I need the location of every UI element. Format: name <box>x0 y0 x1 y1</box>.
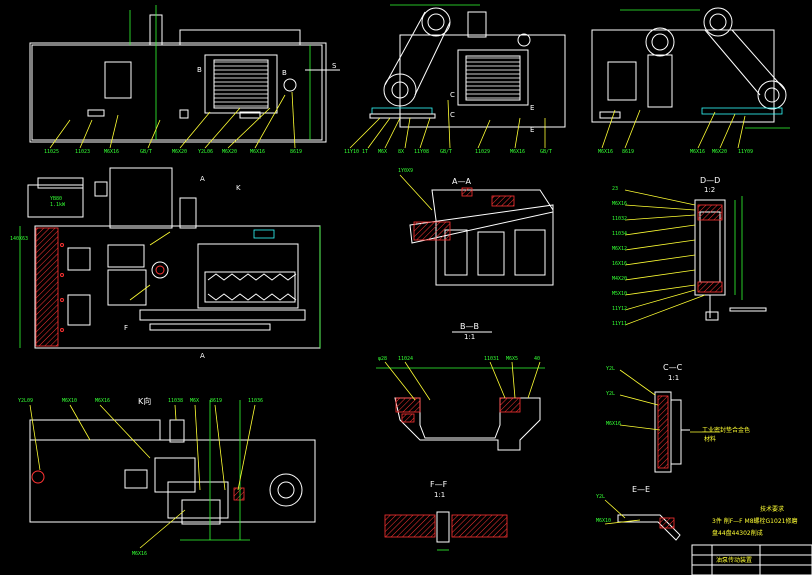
svg-text:11038: 11038 <box>168 398 183 404</box>
title-block: 油泵传动装置 <box>691 544 812 575</box>
section-c-c-scale: 1:1 <box>668 374 679 382</box>
svg-text:Y2L06: Y2L06 <box>198 149 213 155</box>
svg-text:M6X20: M6X20 <box>222 149 237 155</box>
section-b-b-scale: 1:1 <box>464 333 475 341</box>
svg-text:M6X16: M6X16 <box>95 398 110 404</box>
section-a-a-view: A—A 1Y0X9 <box>398 168 554 286</box>
svg-text:M4X20: M4X20 <box>612 276 627 282</box>
section-e-e-view: E—E Y2L M6X10 <box>596 485 681 541</box>
svg-text:11Y08: 11Y08 <box>414 149 429 155</box>
svg-text:1.1kW: 1.1kW <box>50 202 66 208</box>
section-f-f-title: F—F <box>430 480 448 489</box>
section-b-b-title: B—B <box>460 322 479 331</box>
svg-text:11023: 11023 <box>75 149 90 155</box>
section-d-d-title: D—D <box>700 176 720 185</box>
svg-text:11032: 11032 <box>612 216 627 222</box>
marker-a-top: A <box>200 175 205 183</box>
svg-text:M6X16: M6X16 <box>132 551 147 557</box>
section-f-f-view: F—F 1:1 <box>384 480 508 551</box>
marker-b-front: B <box>197 66 202 74</box>
section-d-d-scale: 1:2 <box>704 186 715 194</box>
svg-text:11Y09: 11Y09 <box>738 149 753 155</box>
technical-requirements: 技术要求 3件 削F—F M8螺栓G1021修磨 盘44盘44302削成 <box>712 505 797 537</box>
svg-text:16X16: 16X16 <box>612 261 627 267</box>
title-block-name: 油泵传动装置 <box>716 556 752 564</box>
svg-text:M6X12: M6X12 <box>612 246 627 252</box>
svg-text:GB/T: GB/T <box>540 149 552 155</box>
svg-text:8619: 8619 <box>290 149 302 155</box>
svg-text:11029: 11029 <box>475 149 490 155</box>
svg-text:M6X16: M6X16 <box>612 201 627 207</box>
section-c-c-title: C—C <box>663 363 683 372</box>
svg-text:11024: 11024 <box>398 356 413 362</box>
svg-text:8619: 8619 <box>210 398 222 404</box>
end-elevation-view: M6X16 8619 M6X16 M6X20 11Y09 <box>591 7 790 155</box>
notes-line-2: 盘44盘44302削成 <box>712 529 763 537</box>
svg-text:M6X16: M6X16 <box>690 149 705 155</box>
section-f-f-scale: 1:1 <box>434 491 445 499</box>
k-view-title: K向 <box>138 396 151 406</box>
svg-text:11031: 11031 <box>484 356 499 362</box>
svg-text:YB80: YB80 <box>50 196 62 202</box>
marker-a-bottom: A <box>200 352 205 360</box>
svg-text:11034: 11034 <box>612 231 627 237</box>
svg-text:Y2L: Y2L <box>596 494 605 500</box>
svg-text:1T: 1T <box>362 149 368 155</box>
side-elevation-view: 11Y10 1T M6X 8X 11Y08 GB/T 11029 M6X16 G… <box>344 4 566 155</box>
svg-text:8619: 8619 <box>622 149 634 155</box>
svg-text:11Y11: 11Y11 <box>612 321 627 327</box>
svg-text:11Y10: 11Y10 <box>344 149 359 155</box>
svg-text:Y2L: Y2L <box>606 391 615 397</box>
section-c-c-view: C—C 1:1 Y2L Y2L M6X16 工业密封垫合金色 材料 <box>606 363 750 473</box>
svg-text:11025: 11025 <box>44 149 59 155</box>
svg-text:11036: 11036 <box>248 398 263 404</box>
marker-e-top: E <box>530 104 534 112</box>
svg-text:GB/T: GB/T <box>440 149 452 155</box>
svg-text:1Y0X9: 1Y0X9 <box>398 168 413 174</box>
marker-e-bottom: E <box>530 126 534 134</box>
svg-text:M6X16: M6X16 <box>606 421 621 427</box>
plan-view: YB80 1.1kW 140X63 A A K F <box>10 167 321 360</box>
svg-text:40: 40 <box>534 356 540 362</box>
svg-text:M6X: M6X <box>190 398 199 404</box>
marker-f: F <box>124 324 128 332</box>
front-elevation-view: 11025 11023 M6X16 GB/T M6X20 Y2L06 M6X20… <box>29 5 340 155</box>
svg-text:M6X20: M6X20 <box>712 149 727 155</box>
svg-text:8X: 8X <box>398 149 404 155</box>
svg-text:140X63: 140X63 <box>10 236 28 242</box>
marker-b-front-2: B <box>282 69 287 77</box>
svg-text:M6X5: M6X5 <box>506 356 518 362</box>
svg-text:GB/T: GB/T <box>140 149 152 155</box>
marker-s: S <box>332 62 337 70</box>
svg-text:M6X: M6X <box>378 149 387 155</box>
svg-text:23: 23 <box>612 186 618 192</box>
svg-text:Y2L: Y2L <box>606 366 615 372</box>
svg-text:φ28: φ28 <box>378 356 387 362</box>
svg-text:M6X16: M6X16 <box>510 149 525 155</box>
callout-c-c-material: 材料 <box>704 435 716 443</box>
notes-line-1: 3件 削F—F M8螺栓G1021修磨 <box>712 517 797 525</box>
svg-text:M6X16: M6X16 <box>250 149 265 155</box>
marker-c-top: C <box>450 91 455 99</box>
svg-text:M5X10: M5X10 <box>612 291 627 297</box>
svg-text:M6X16: M6X16 <box>104 149 119 155</box>
svg-text:M6X20: M6X20 <box>172 149 187 155</box>
svg-text:M6X16: M6X16 <box>598 149 613 155</box>
notes-heading: 技术要求 <box>760 505 784 513</box>
svg-text:Y2L09: Y2L09 <box>18 398 33 404</box>
k-direction-view: K向 Y2L09 M6X10 M6X16 11038 M6 <box>18 396 316 557</box>
section-e-e-title: E—E <box>632 485 650 494</box>
section-d-d-view: D—D 1:2 23 M6X16 11032 11034 M6X12 <box>612 176 767 327</box>
svg-text:M6X10: M6X10 <box>596 518 611 524</box>
svg-text:M6X10: M6X10 <box>62 398 77 404</box>
marker-c-bottom: C <box>450 111 455 119</box>
section-b-b-view: B—B 1:1 φ28 11024 11031 M6X5 40 <box>376 322 545 451</box>
marker-k: K <box>236 184 241 192</box>
section-a-a-title: A—A <box>452 177 471 186</box>
svg-text:11Y12: 11Y12 <box>612 306 627 312</box>
callout-c-c: 工业密封垫合金色 <box>702 426 750 434</box>
